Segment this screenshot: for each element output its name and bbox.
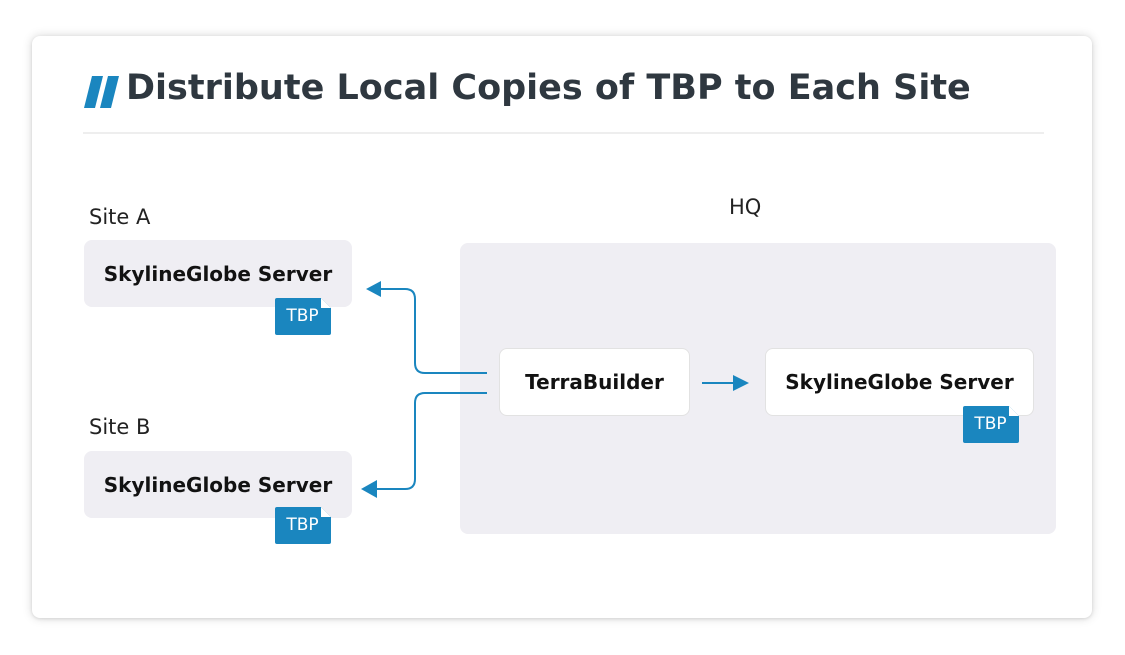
double-slash-icon [84,76,119,108]
site-b-server-box: SkylineGlobe Server [84,451,352,518]
title-divider [83,132,1044,134]
arrow-to-site-b [376,392,487,490]
terrabuilder-label: TerraBuilder [525,370,664,394]
site-a-tbp-badge: TBP [286,306,319,326]
site-b-tbp-file-icon: TBP [275,507,332,544]
arrowhead-hq-server [733,375,749,391]
site-b-label: Site B [89,415,151,439]
site-b-tbp-badge: TBP [286,515,319,535]
page-title: Distribute Local Copies of TBP to Each S… [126,68,971,108]
site-a-server-label: SkylineGlobe Server [103,261,333,286]
hq-tbp-badge: TBP [974,414,1007,434]
site-a-label: Site A [89,205,151,229]
hq-server-box: SkylineGlobe Server [765,348,1034,416]
site-a-server-box: SkylineGlobe Server [84,240,352,307]
hq-server-label: SkylineGlobe Server [785,370,1014,394]
site-b-server-label: SkylineGlobe Server [103,472,333,497]
hq-tbp-file-icon: TBP [963,406,1020,443]
hq-label: HQ [729,195,762,219]
arrow-to-site-a [380,288,487,374]
site-a-tbp-file-icon: TBP [275,298,332,335]
arrowhead-site-a [366,281,381,297]
terrabuilder-box: TerraBuilder [499,348,690,416]
arrowhead-site-b [361,480,377,498]
